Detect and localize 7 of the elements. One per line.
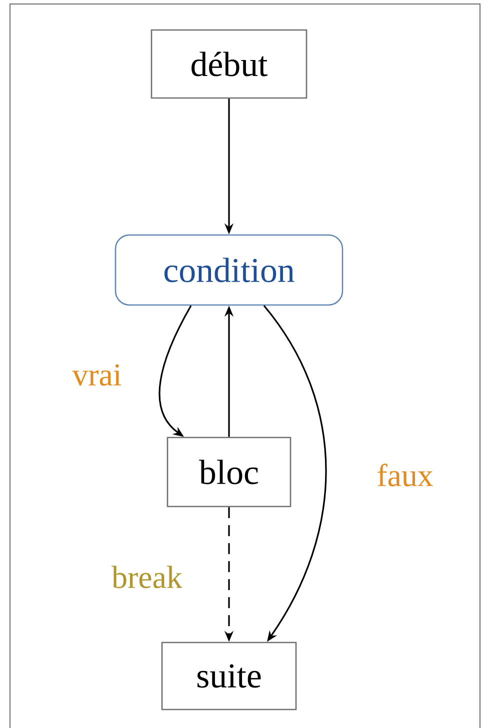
process-box: début — [150, 29, 308, 99]
condition-box: condition — [114, 234, 344, 306]
process-box: suite — [161, 642, 297, 710]
edge-label: vrai — [72, 364, 122, 386]
edge-label: break — [112, 566, 182, 588]
edge-label: faux — [378, 464, 433, 486]
process-box: bloc — [166, 436, 292, 508]
